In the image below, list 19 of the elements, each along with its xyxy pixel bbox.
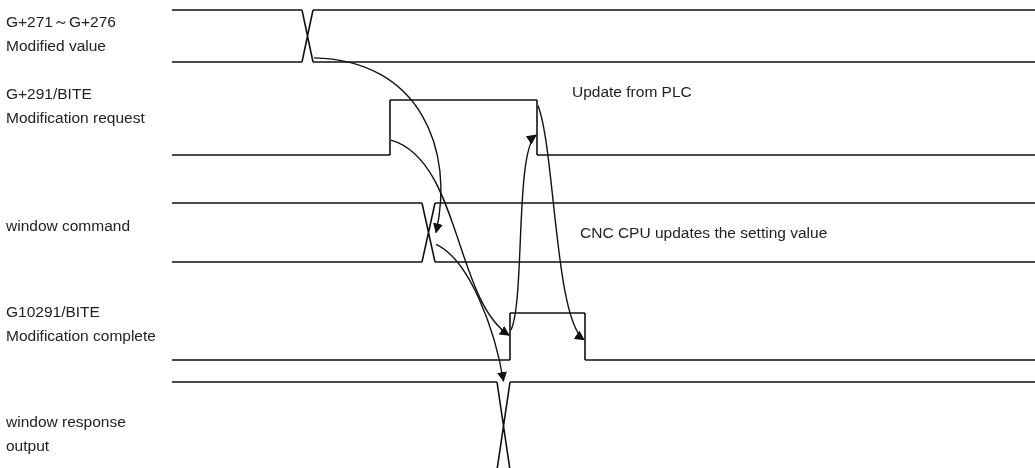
signal-name: G+291/BITE Modification request <box>6 84 146 128</box>
signal-edge <box>536 99 538 156</box>
arrow <box>313 57 443 234</box>
signal-transition <box>421 202 436 263</box>
arrow <box>435 243 507 382</box>
arrow <box>537 104 585 341</box>
note-text: CNC CPU updates the setting value <box>580 223 828 243</box>
arrow <box>390 139 510 336</box>
signal-name: window command <box>6 216 132 236</box>
arrow <box>510 134 537 331</box>
note-text: Update from PLC <box>572 82 692 102</box>
signal-name: G10291/BITE Modification complete <box>6 302 157 346</box>
signal-edge <box>584 312 586 361</box>
signal-name: G+271～G+276 Modified value <box>6 12 117 56</box>
signal-name: window response output <box>6 412 127 456</box>
signal-edge <box>509 312 511 361</box>
signal-transition <box>496 381 511 468</box>
signal-transition <box>301 9 314 63</box>
signal-edge <box>389 99 391 156</box>
